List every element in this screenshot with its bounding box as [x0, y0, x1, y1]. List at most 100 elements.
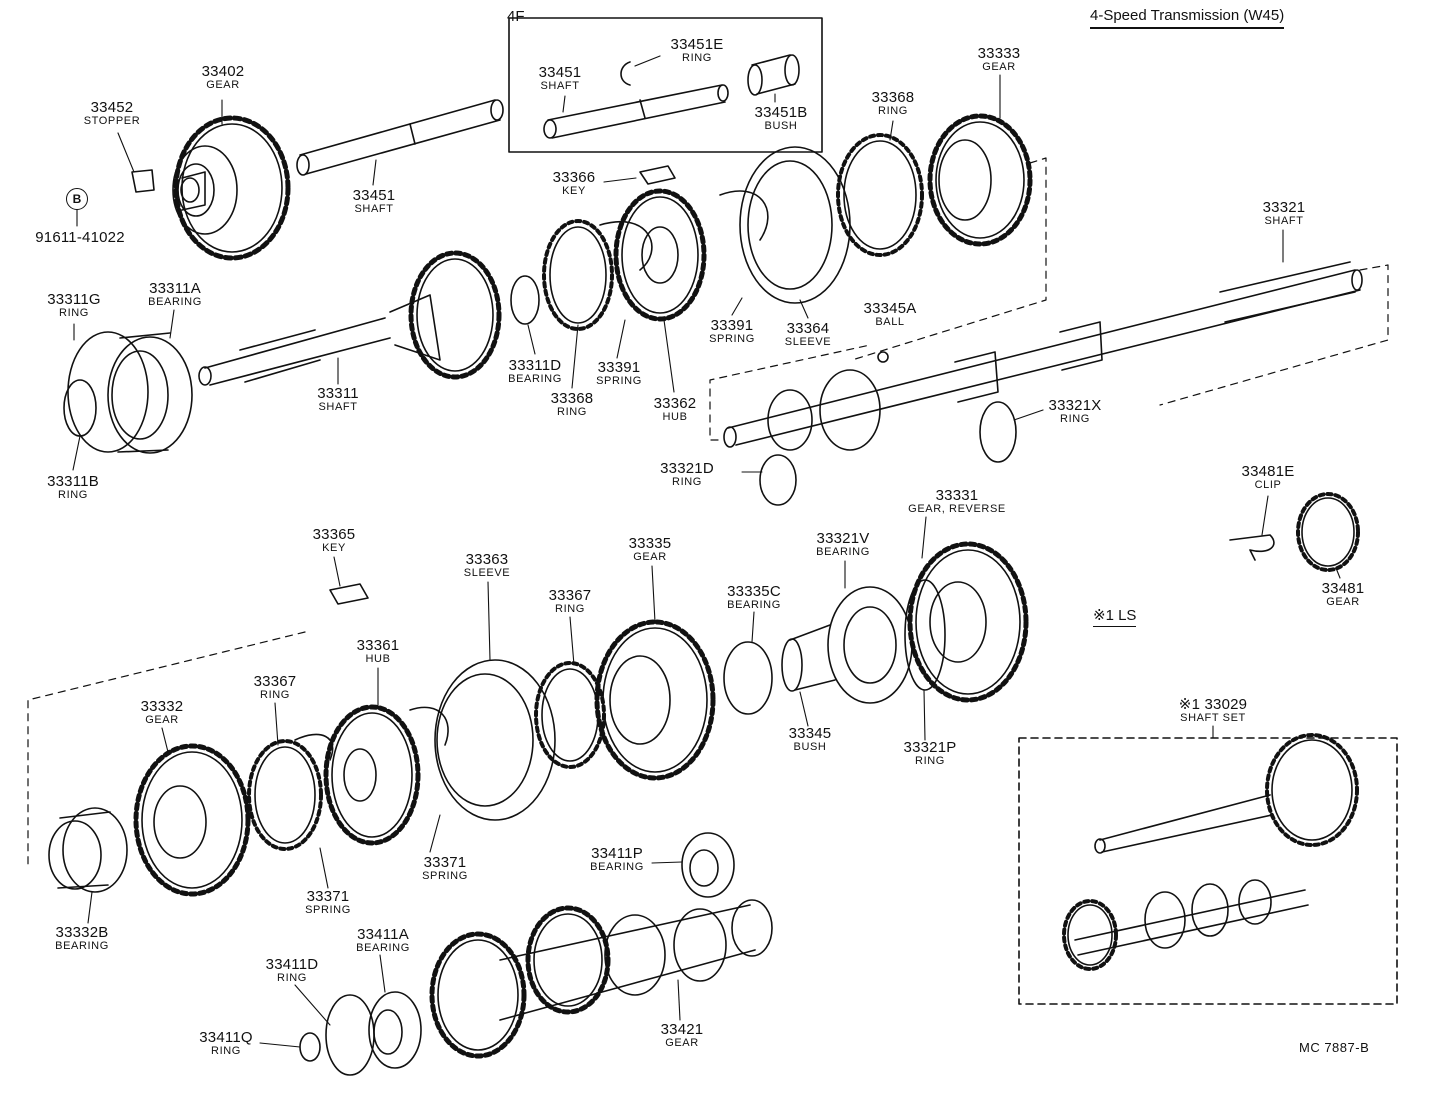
part-number: 33335C [727, 583, 781, 600]
ring-33411d [325, 994, 375, 1076]
part-number: 33368 [871, 89, 915, 106]
assembly-guide-lines [27, 157, 1389, 867]
part-name: BEARING [727, 599, 781, 611]
spring-33371-b [409, 706, 449, 746]
part-number: 33321V [816, 530, 870, 547]
bearing-33411p [681, 832, 735, 898]
shaft-set-box [1018, 737, 1398, 1005]
part-number: 33451 [352, 187, 396, 204]
part-number: 33481 [1321, 580, 1365, 597]
part-number: 33451 [538, 64, 582, 81]
gear-33332 [133, 743, 251, 897]
gear-33421 [429, 899, 773, 1059]
ring-33367-a [247, 739, 323, 851]
part-name: SHAFT [540, 80, 580, 92]
clip-33481e [1229, 534, 1275, 561]
part-number: 33391 [597, 359, 641, 376]
ring-33321x [979, 401, 1017, 463]
part-number: 33364 [786, 320, 830, 337]
part-number: 33311G [47, 291, 101, 308]
leader-lines [72, 55, 1341, 1048]
gear-33331-reverse [907, 541, 1029, 703]
gear-33333 [927, 113, 1033, 247]
part-name: GEAR [665, 1037, 699, 1049]
part-name: BUSH [764, 120, 798, 132]
part-number: 33421 [660, 1021, 704, 1038]
part-number: 33345A [863, 300, 917, 317]
part-name: BALL [875, 316, 905, 328]
part-name: GEAR [633, 551, 667, 563]
hub-33362 [613, 188, 707, 322]
part-number: 33362 [653, 395, 697, 412]
part-number: 33365 [312, 526, 356, 543]
part-name: SLEEVE [784, 336, 832, 348]
part-number: 33391 [710, 317, 754, 334]
diagram-title: 4-Speed Transmission (W45) [1090, 7, 1285, 29]
part-name: CLIP [1254, 479, 1282, 491]
shaft-set-33029-drawing [1062, 733, 1359, 971]
part-name: BEARING [816, 546, 870, 558]
bearing-33411a [368, 991, 422, 1069]
ring-33451e [620, 61, 631, 86]
part-number: 33411P [591, 845, 643, 862]
part-name: RING [672, 476, 702, 488]
part-number: 33481E [1241, 463, 1295, 480]
bush-33345 [781, 624, 836, 692]
spring-33391-b [719, 190, 769, 241]
sleeve-33364 [739, 146, 851, 304]
spring-33371-a [294, 733, 334, 761]
part-number: 33371 [306, 888, 350, 905]
part-name: BEARING [356, 942, 410, 954]
part-name: HUB [365, 653, 391, 665]
part-name: BEARING [590, 861, 644, 873]
group-4f-box [508, 17, 823, 153]
sleeve-33363 [434, 659, 556, 821]
ring-33368-b [836, 133, 924, 257]
part-name: SHAFT [1264, 215, 1304, 227]
part-number: ※1 33029 [1178, 696, 1248, 713]
part-number: 33331 [935, 487, 979, 504]
part-number: 33332B [55, 924, 109, 941]
part-name: RING [260, 689, 290, 701]
part-name: BUSH [793, 741, 827, 753]
bush-33451b [747, 54, 800, 96]
part-number: 33321X [1048, 397, 1102, 414]
part-name: SLEEVE [463, 567, 511, 579]
part-number: 33367 [253, 673, 297, 690]
callout-91611-41022: 91611-41022 [35, 230, 125, 245]
bearing-33311d [510, 275, 540, 325]
part-number: 33411D [265, 956, 319, 973]
part-name: BEARING [148, 296, 202, 308]
part-name: KEY [322, 542, 346, 554]
part-name: SPRING [596, 375, 642, 387]
ring-33311g [67, 331, 149, 453]
shaft-33451 [296, 99, 504, 176]
shaft-set-note: ※1 LS [1093, 606, 1137, 627]
part-name: BEARING [508, 373, 562, 385]
gear-33402 [172, 115, 291, 261]
